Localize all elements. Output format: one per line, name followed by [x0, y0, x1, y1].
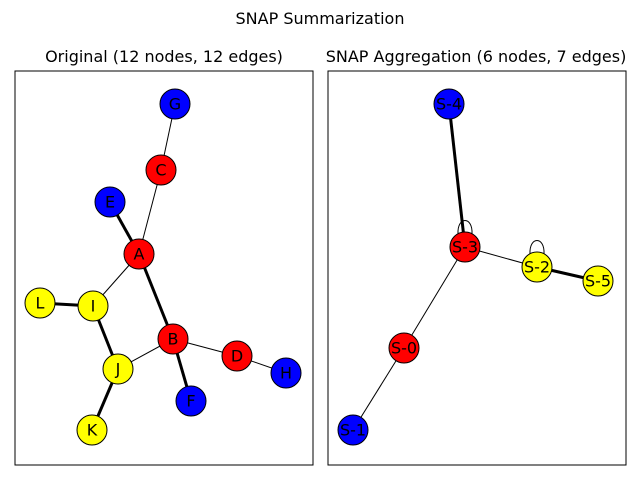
original-node-label-e: E: [105, 193, 115, 212]
original-node-a: [123, 238, 155, 270]
aggregation-node-label-s-1: S-1: [340, 421, 366, 440]
panel-aggregation-title: SNAP Aggregation (6 nodes, 7 edges): [326, 47, 627, 66]
aggregation-node-s-5: [582, 265, 614, 297]
original-node-label-h: H: [280, 364, 292, 383]
aggregation-node-label-s-4: S-4: [436, 95, 462, 114]
panel-original-nodes: G C E A L I B D H J F K: [24, 88, 302, 446]
figure-suptitle: SNAP Summarization: [236, 9, 405, 28]
original-node-f: [175, 385, 207, 417]
original-node-h: [270, 357, 302, 389]
aggregation-node-s-3: [449, 231, 481, 263]
panel-original-title: Original (12 nodes, 12 edges): [45, 47, 283, 66]
panel-original-frame: [14, 70, 314, 466]
aggregation-edge-s-4-s-3: [447, 103, 467, 248]
original-node-i: [77, 290, 109, 322]
panel-aggregation-edges: [352, 103, 599, 431]
aggregation-node-label-s-0: S-0: [391, 339, 417, 358]
original-node-label-f: F: [186, 392, 195, 411]
original-node-label-l: L: [36, 294, 45, 313]
aggregation-node-s-1: [337, 414, 369, 446]
aggregation-edge-s-3-s-3: [457, 220, 473, 235]
original-node-label-d: D: [231, 347, 243, 366]
original-node-label-k: K: [87, 421, 98, 440]
aggregation-node-s-2: [521, 251, 553, 283]
panel-aggregation-nodes: S-4S-3S-2S-5S-0S-1: [337, 88, 614, 446]
original-node-label-a: A: [134, 245, 145, 264]
original-node-d: [221, 340, 253, 372]
panel-original-edges: [39, 103, 287, 431]
original-node-label-c: C: [155, 161, 166, 180]
panel-aggregation: SNAP Aggregation (6 nodes, 7 edges) S-4S…: [326, 47, 627, 466]
aggregation-edge-s-3-s-0: [403, 246, 466, 349]
aggregation-node-label-s-2: S-2: [524, 258, 550, 277]
original-node-j: [102, 353, 134, 385]
panel-original: Original (12 nodes, 12 edges) G C E A L I B D H J…: [14, 47, 314, 466]
original-node-e: [94, 186, 126, 218]
original-node-label-g: G: [169, 95, 181, 114]
original-node-label-b: B: [168, 330, 179, 349]
original-node-label-j: J: [115, 360, 121, 379]
aggregation-node-s-0: [388, 332, 420, 364]
panel-aggregation-frame: [327, 70, 627, 466]
original-node-g: [159, 88, 191, 120]
aggregation-node-label-s-5: S-5: [585, 272, 611, 291]
aggregation-node-s-4: [433, 88, 465, 120]
original-node-b: [157, 323, 189, 355]
aggregation-edge-s-2-s-2: [529, 240, 545, 255]
original-node-l: [24, 287, 56, 319]
aggregation-edge-s-0-s-1: [352, 347, 405, 431]
original-node-label-i: I: [91, 297, 96, 316]
original-node-c: [145, 154, 177, 186]
aggregation-node-label-s-3: S-3: [452, 238, 478, 257]
original-node-k: [76, 414, 108, 446]
